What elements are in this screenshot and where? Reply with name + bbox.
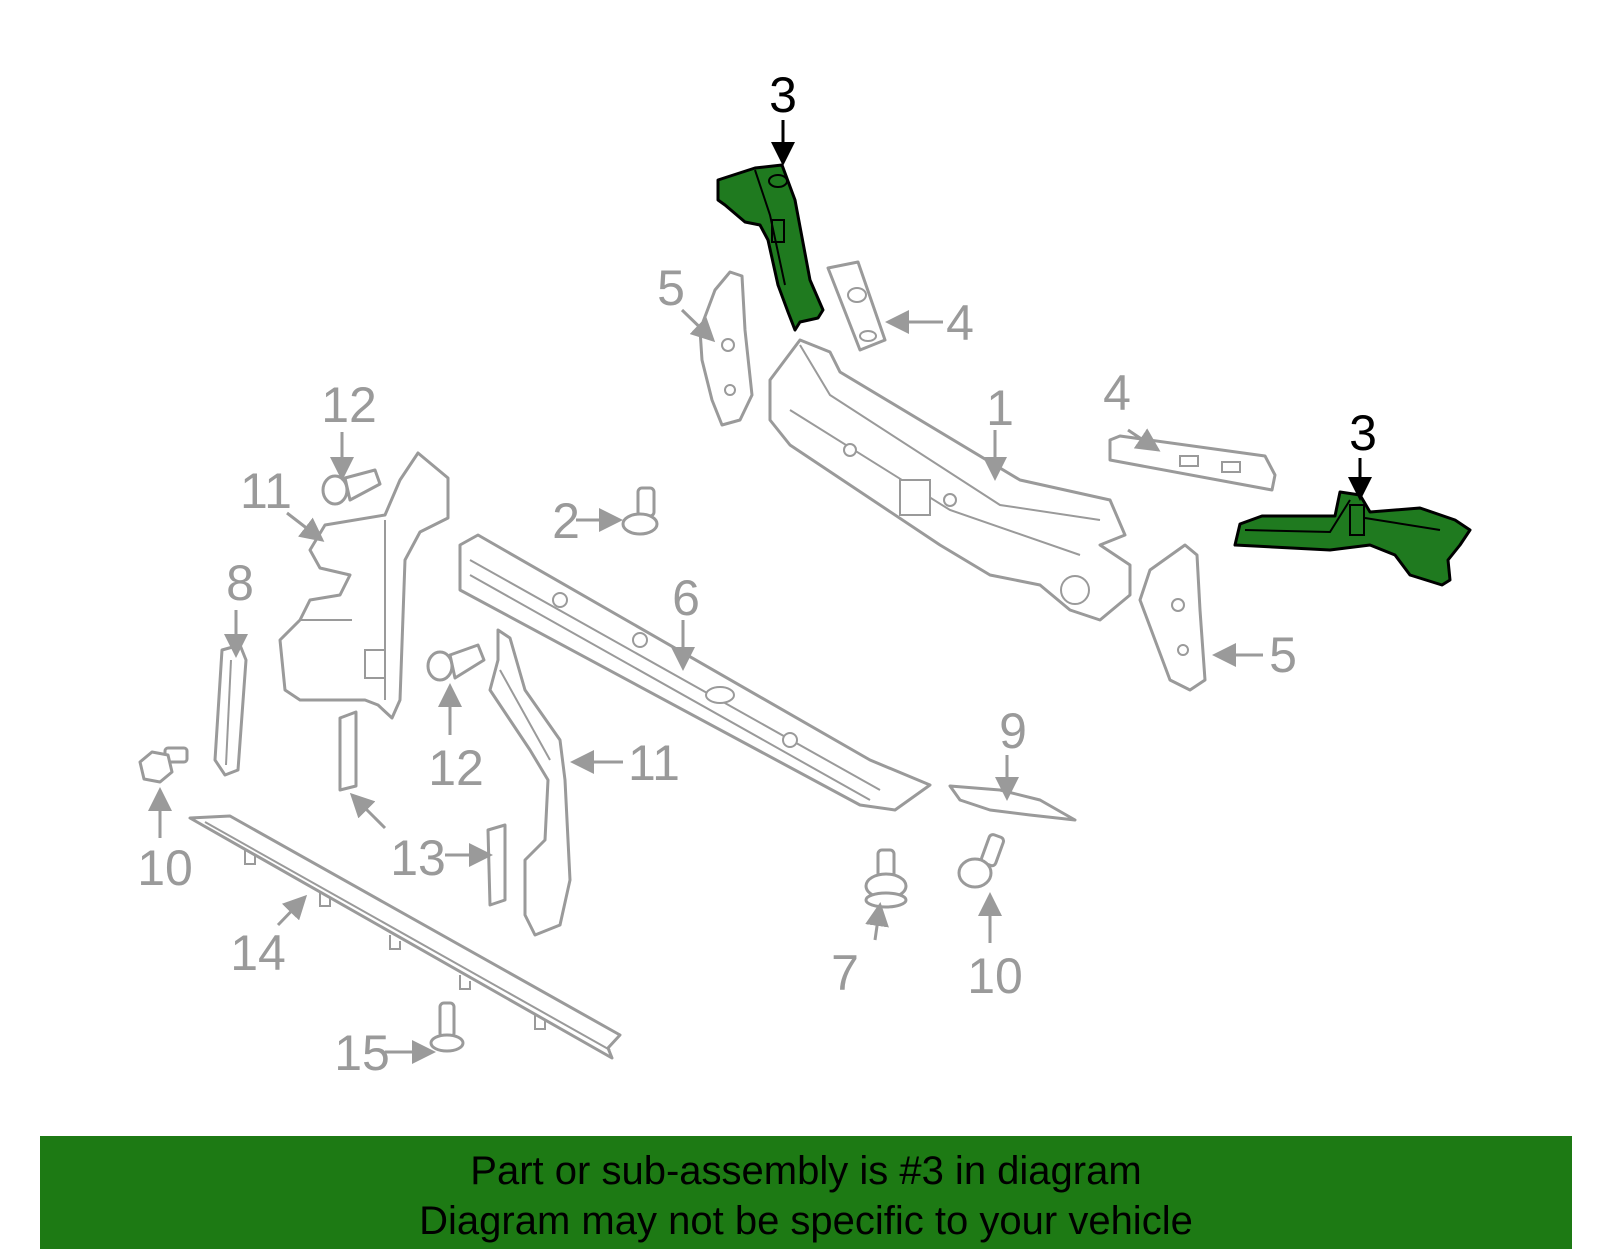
part-12-clip-mid[interactable] (426, 643, 486, 682)
part-1-upper-support[interactable] (768, 338, 1132, 622)
part-13-pad-right[interactable] (486, 823, 507, 907)
callout-12-mid: 12 (428, 740, 484, 796)
part-10-bolt-left[interactable] (138, 746, 189, 784)
part-13-pad-left[interactable] (338, 710, 358, 792)
callout-5-right: 5 (1269, 627, 1297, 683)
part-10-bolt-right[interactable] (957, 833, 1006, 889)
part-12-clip-top[interactable] (321, 468, 382, 506)
callout-11-left: 11 (240, 463, 292, 519)
callout-10-right: 10 (967, 948, 1023, 1004)
part-15-clip[interactable] (429, 1001, 465, 1053)
callout-3-upper: 3 (769, 67, 797, 123)
callout-4-right: 4 (1103, 365, 1131, 421)
callout-15: 15 (334, 1025, 390, 1081)
callout-4-left: 4 (946, 295, 974, 351)
part-5-bracket-right[interactable] (1138, 543, 1207, 692)
callout-6: 6 (672, 570, 700, 626)
callout-5-left: 5 (657, 260, 685, 316)
callout-13: 13 (390, 830, 446, 886)
info-banner: Part or sub-assembly is #3 in diagram Di… (40, 1136, 1572, 1249)
part-6-lower-cross-member[interactable] (458, 533, 932, 812)
part-4-plate-right[interactable] (1108, 434, 1277, 492)
banner-line-2: Diagram may not be specific to your vehi… (419, 1199, 1193, 1243)
callout-3-right: 3 (1349, 405, 1377, 461)
callout-9: 9 (999, 703, 1027, 759)
part-14-deflector[interactable] (188, 814, 622, 1060)
callout-14: 14 (230, 925, 286, 981)
leader-arrows-highlight (771, 120, 1372, 501)
part-11-bracket-right[interactable] (488, 628, 572, 937)
callout-1: 1 (986, 380, 1014, 436)
banner-line-1: Part or sub-assembly is #3 in diagram (470, 1149, 1142, 1193)
leader-arrows (148, 308, 1263, 1064)
part-5-bracket-left[interactable] (698, 270, 754, 427)
part-4-plate-left[interactable] (826, 260, 887, 352)
callout-8: 8 (226, 555, 254, 611)
callout-12-top: 12 (321, 377, 377, 433)
part-3-bracket-lower-right[interactable] (1233, 490, 1472, 587)
part-3-bracket-upper[interactable] (716, 163, 825, 332)
callout-11-right: 11 (628, 735, 680, 791)
part-7-bolt[interactable] (864, 848, 908, 909)
part-2-bolt[interactable] (621, 486, 659, 536)
callout-7: 7 (831, 945, 859, 1001)
part-9-bracket[interactable] (948, 784, 1077, 822)
callout-2: 2 (552, 493, 580, 549)
part-8-seal[interactable] (213, 643, 248, 777)
callout-10-left: 10 (137, 840, 193, 896)
